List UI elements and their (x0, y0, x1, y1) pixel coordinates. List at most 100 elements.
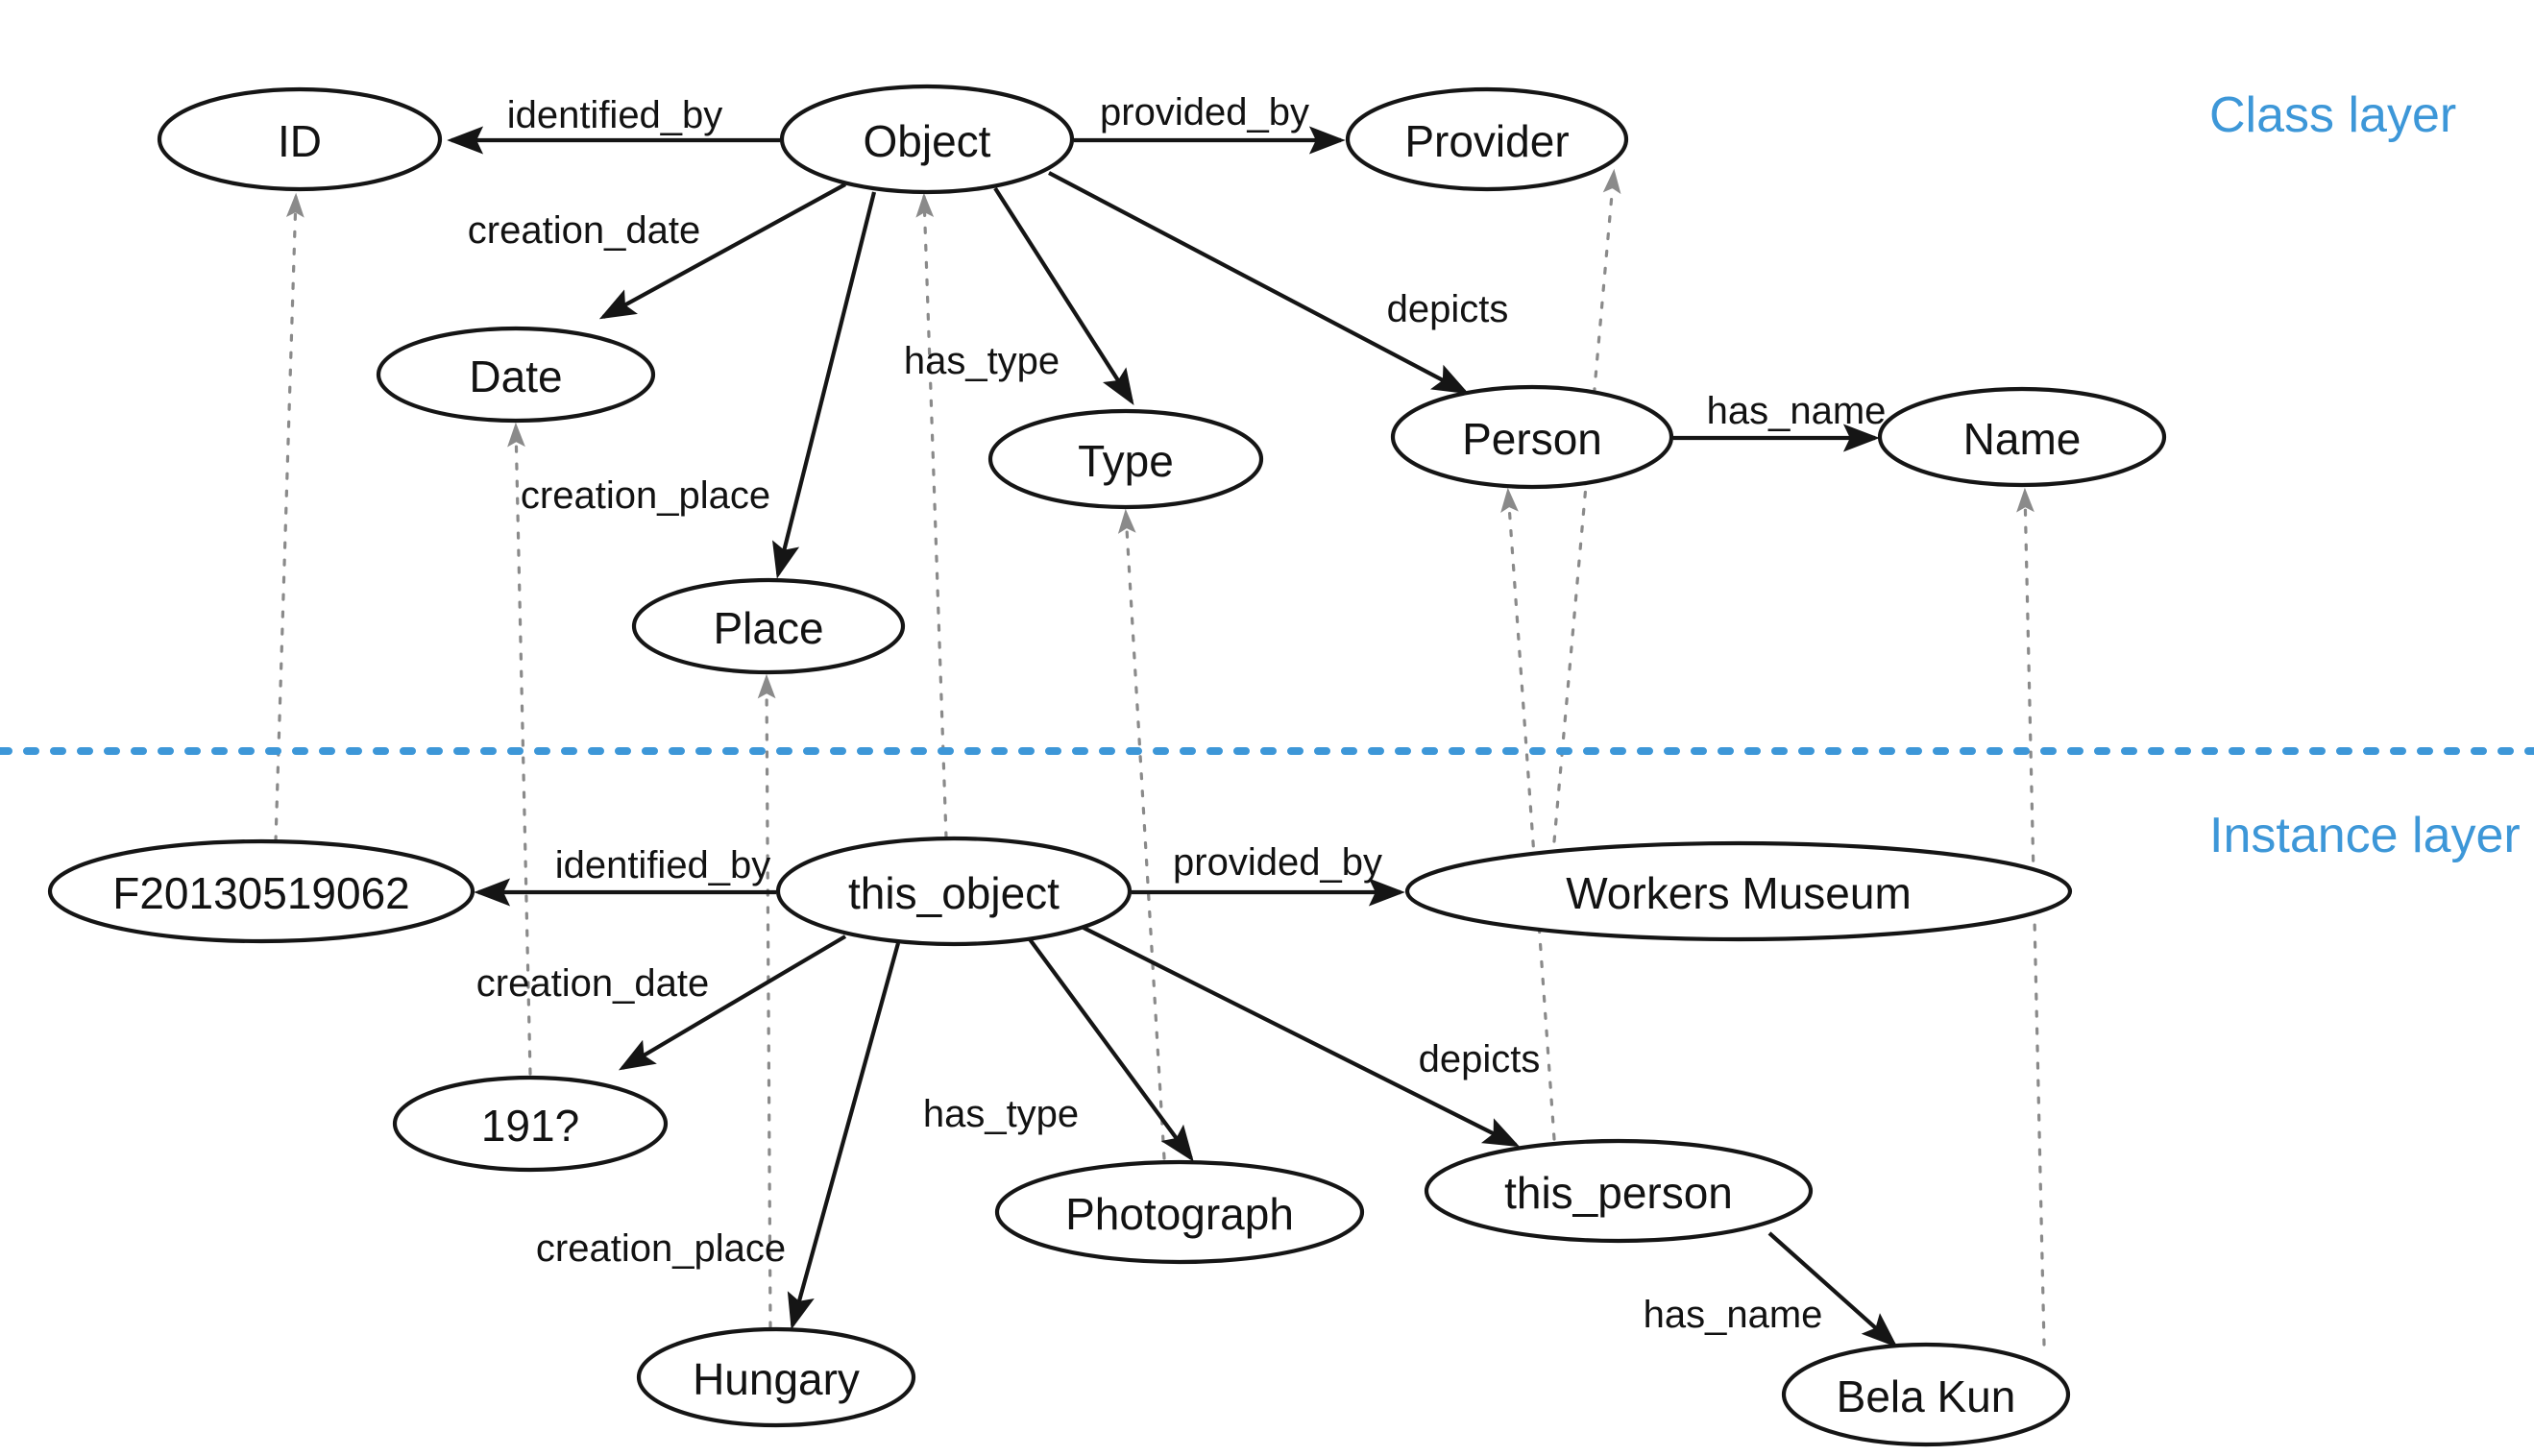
node-ellipse[interactable] (994, 1159, 1365, 1265)
node-ellipse[interactable] (779, 84, 1075, 195)
instance-edge-creation-place[interactable]: creation_place (536, 942, 901, 1330)
instance-edge-provided-by[interactable]: provided_by (1132, 841, 1405, 907)
edge-line[interactable] (772, 191, 877, 579)
edge-line[interactable] (1083, 926, 1521, 1148)
instance-node-workersmuseum[interactable]: Workers Museum (1404, 840, 2073, 942)
node-ellipse[interactable] (987, 408, 1264, 510)
class-edge-has-type[interactable]: has_type (904, 186, 1134, 405)
class-edge-depicts[interactable]: depicts (1048, 171, 1509, 395)
instance-of-link-hungary-to-place (757, 673, 776, 1329)
edge-label: identified_by (507, 94, 723, 136)
edge-label: depicts (1387, 288, 1509, 330)
node-ellipse[interactable] (1345, 86, 1629, 192)
node-label: Name (1963, 414, 2082, 464)
edge-label: has_type (923, 1093, 1079, 1135)
node-ellipse[interactable] (47, 838, 475, 944)
node-label: 191? (481, 1101, 579, 1151)
node-ellipse[interactable] (631, 577, 906, 675)
node-label: Person (1462, 414, 1602, 464)
node-ellipse[interactable] (376, 326, 656, 424)
instance-of-link-191q-to-date (507, 422, 532, 1076)
class-node-type[interactable]: Type (987, 408, 1264, 510)
node-label: ID (278, 116, 322, 166)
edge-label: depicts (1419, 1038, 1541, 1080)
node-ellipse[interactable] (1781, 1342, 2071, 1447)
node-label: Object (864, 116, 991, 166)
node-ellipse[interactable] (157, 86, 443, 192)
edge-label: creation_place (536, 1227, 786, 1270)
node-label: F20130519062 (112, 868, 410, 918)
instance-node-this_object[interactable]: this_object (775, 836, 1133, 947)
class-edge-creation-place[interactable]: creation_place (521, 191, 877, 579)
instance-edge-has-type[interactable]: has_type (923, 937, 1194, 1162)
edge-line[interactable] (1048, 171, 1470, 395)
node-label: Type (1078, 436, 1174, 486)
instance-node-f20130519062[interactable]: F20130519062 (47, 838, 475, 944)
edge-label: has_type (904, 340, 1060, 382)
edge-line[interactable] (598, 182, 847, 320)
instance-of-link-this_object-to-object (915, 192, 948, 839)
class-edge-creation-date[interactable]: creation_date (468, 182, 847, 320)
edge-label: has_name (1707, 390, 1887, 432)
node-label: Photograph (1065, 1189, 1294, 1239)
edge-line[interactable] (618, 934, 847, 1071)
instance-node-photograph[interactable]: Photograph (994, 1159, 1365, 1265)
node-ellipse[interactable] (1390, 384, 1674, 490)
node-ellipse[interactable] (1424, 1138, 1814, 1244)
class-edge-provided-by[interactable]: provided_by (1074, 91, 1346, 155)
node-label: Date (469, 352, 562, 401)
instance-of-link-group (274, 168, 2046, 1347)
node-ellipse[interactable] (1404, 840, 2073, 942)
class-edge-has-name[interactable]: has_name (1673, 390, 1887, 452)
edge-label: identified_by (555, 844, 771, 886)
instance-of-link-this_person-to-person (1500, 487, 1556, 1141)
node-ellipse[interactable] (1877, 386, 2167, 488)
node-label: this_person (1504, 1168, 1733, 1218)
node-label: Hungary (693, 1354, 860, 1404)
instance-node-hungary[interactable]: Hungary (636, 1326, 916, 1428)
instance-layer-label: Instance layer (2209, 808, 2521, 863)
instance-of-link-workersmuseum-to-provider (1552, 168, 1621, 843)
class-layer-label: Class layer (2209, 87, 2456, 143)
instance-edge-has-name[interactable]: has_name (1644, 1231, 1898, 1348)
class-node-date[interactable]: Date (376, 326, 656, 424)
edge-line[interactable] (1767, 1231, 1898, 1348)
class-edge-identified-by[interactable]: identified_by (447, 94, 780, 155)
instance-of-link-f20130519062-to-id (274, 192, 305, 843)
node-ellipse[interactable] (775, 836, 1133, 947)
edge-label: has_name (1644, 1294, 1823, 1336)
class-node-name[interactable]: Name (1877, 386, 2167, 488)
edge-label: creation_date (468, 209, 700, 252)
edge-line[interactable] (787, 942, 901, 1330)
class-node-object[interactable]: Object (779, 84, 1075, 195)
instance-node-191q[interactable]: 191? (392, 1075, 669, 1173)
instance-node-belakun[interactable]: Bela Kun (1781, 1342, 2071, 1447)
node-ellipse[interactable] (392, 1075, 669, 1173)
class-node-provider[interactable]: Provider (1345, 86, 1629, 192)
node-label: Workers Museum (1566, 868, 1912, 918)
edge-line[interactable] (993, 186, 1134, 405)
class-node-place[interactable]: Place (631, 577, 906, 675)
edge-line[interactable] (1028, 937, 1194, 1162)
instance-of-link-photograph-to-type (1117, 508, 1166, 1160)
node-ellipse[interactable] (636, 1326, 916, 1428)
node-label: Bela Kun (1837, 1371, 2016, 1421)
edge-label: creation_date (476, 962, 709, 1005)
edge-label: provided_by (1100, 91, 1309, 133)
instance-edge-depicts[interactable]: depicts (1083, 926, 1541, 1148)
instance-edge-creation-date[interactable]: creation_date (476, 934, 847, 1071)
edge-label: provided_by (1173, 841, 1382, 884)
class-node-person[interactable]: Person (1390, 384, 1674, 490)
class-node-id[interactable]: ID (157, 86, 443, 192)
node-label: Place (713, 603, 823, 653)
instance-node-this_person[interactable]: this_person (1424, 1138, 1814, 1244)
edge-label: creation_place (521, 474, 770, 517)
node-label: Provider (1404, 116, 1569, 166)
node-label: this_object (848, 868, 1060, 918)
instance-edge-identified-by[interactable]: identified_by (474, 844, 776, 907)
